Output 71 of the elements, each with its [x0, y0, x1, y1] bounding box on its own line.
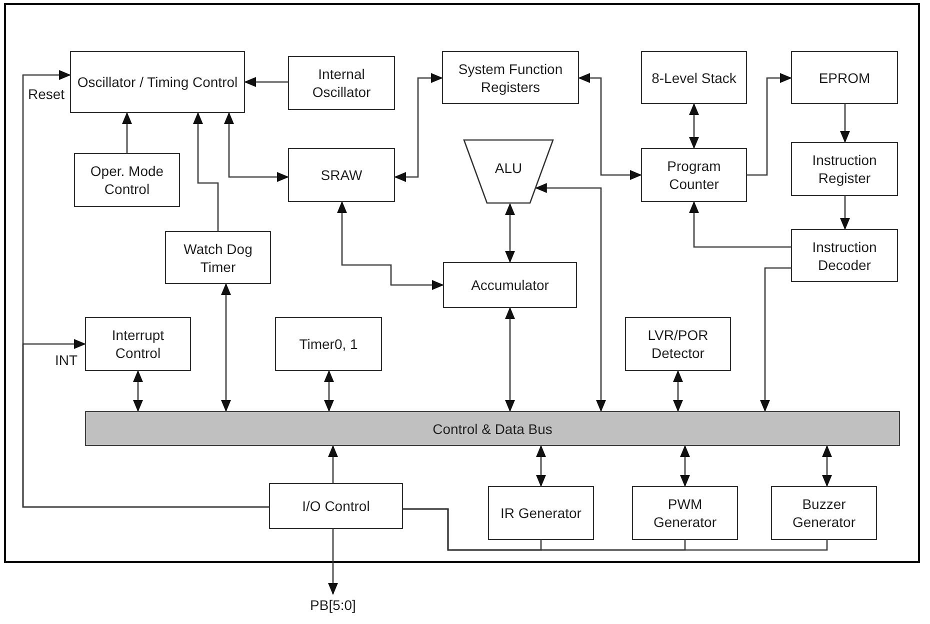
connector-arrow [133, 370, 143, 412]
connector-arrow [536, 445, 546, 487]
block-box [625, 317, 731, 371]
connector-arrow [22, 339, 269, 508]
connector-line [403, 508, 828, 551]
connector-arrow [193, 112, 219, 231]
edge-label: Reset [27, 86, 66, 102]
block-label: Program Counter [666, 157, 722, 193]
connector-arrow [747, 73, 792, 176]
connector-arrow [224, 112, 289, 182]
connector-arrow [673, 370, 683, 412]
connector-arrow [328, 529, 338, 595]
block-box [443, 262, 577, 308]
block-box [275, 317, 382, 371]
block-label: Oper. Mode Control [89, 162, 165, 198]
connector-arrow [578, 73, 642, 180]
block-label: SRAW [320, 166, 364, 184]
block-label: Internal Oscillator [311, 65, 372, 101]
block-label: Oscillator / Timing Control [76, 73, 239, 91]
connector-arrow [534, 183, 606, 412]
block-box [442, 51, 579, 104]
connector-arrow [122, 112, 132, 153]
connector-arrow [244, 77, 288, 87]
connector-arrow [680, 445, 690, 487]
block-label: 8-Level Stack [650, 68, 738, 86]
block-box [269, 483, 403, 529]
block-label: ALU [494, 159, 524, 177]
block-label: Timer0, 1 [298, 335, 359, 353]
bus-bar [85, 411, 900, 446]
connector-arrow [822, 445, 832, 487]
block-label: LVR/POR Detector [646, 326, 710, 362]
block-box [288, 56, 395, 110]
block-box [288, 148, 395, 202]
connector-arrow [840, 196, 850, 230]
block-box [70, 51, 245, 113]
connector-arrow [689, 103, 699, 149]
block-label: Instruction Decoder [811, 238, 878, 274]
block-label: PWM Generator [652, 495, 718, 531]
block-box [85, 317, 191, 371]
connector-arrow [505, 307, 515, 412]
block-box [641, 148, 747, 202]
block-box [165, 231, 271, 284]
block-box [791, 142, 898, 196]
block-label: Watch Dog Timer [182, 240, 254, 276]
block-box [641, 51, 747, 104]
block-label: I/O Control [301, 497, 371, 515]
block-label: System Function Registers [457, 60, 564, 96]
block-label: Control & Data Bus [432, 420, 554, 438]
connector-arrow [324, 370, 334, 412]
block-label: Accumulator [470, 276, 550, 294]
block-label: Buzzer Generator [791, 495, 857, 531]
block-label: IR Generator [500, 504, 582, 522]
connector-arrow [505, 203, 515, 263]
block-box [791, 229, 898, 282]
block-box [488, 486, 594, 540]
block-label: EPROM [818, 68, 872, 86]
block-box [791, 51, 898, 104]
block-box [632, 486, 738, 540]
connector-arrow [840, 104, 850, 143]
block-label: Instruction Register [811, 151, 878, 187]
block-label: PB[5:0] [309, 596, 357, 614]
block-label: Interrupt Control [110, 326, 166, 362]
block-box [771, 486, 877, 540]
edge-label: INT [54, 352, 79, 368]
connector-arrow [760, 267, 791, 412]
connector-arrow [328, 445, 338, 483]
connector-arrow [394, 73, 443, 182]
connector-arrow [337, 201, 444, 290]
connector-arrow [689, 201, 791, 248]
block-box [74, 153, 180, 207]
connector-arrow [221, 283, 231, 412]
